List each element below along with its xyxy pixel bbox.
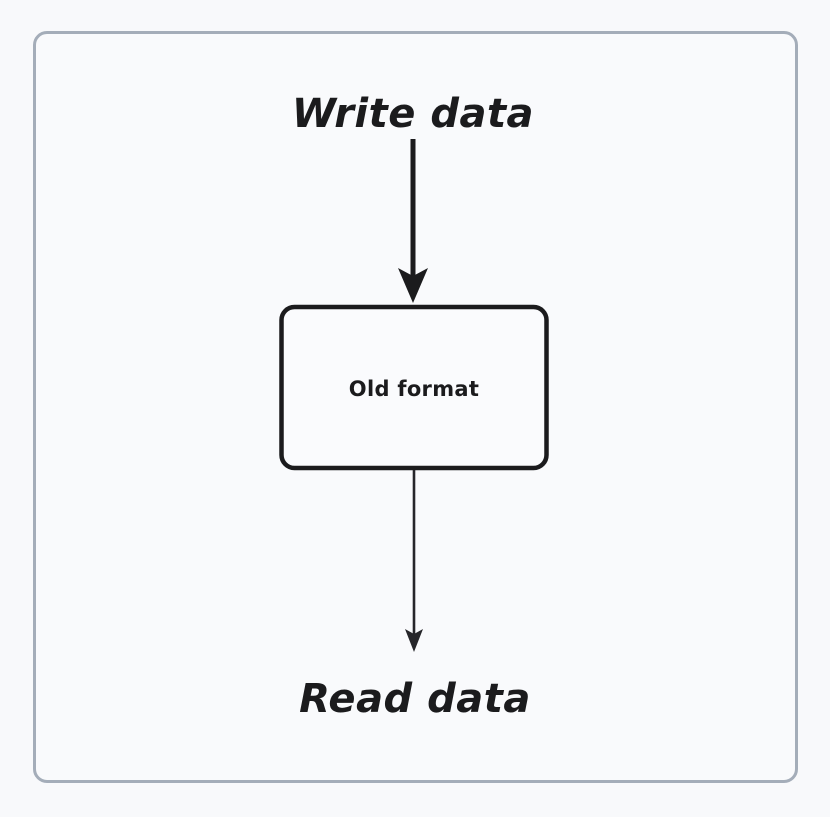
node-old-format-rect xyxy=(279,304,549,471)
label-read-data: Read data xyxy=(299,676,531,722)
edge-write-to-old-format[interactable] xyxy=(398,139,428,303)
node-old-format[interactable]: Old format xyxy=(279,304,549,471)
label-write-data: Write data xyxy=(292,91,534,137)
node-old-format-label: Old format xyxy=(349,377,479,401)
edge-old-format-to-read-arrowhead xyxy=(405,629,423,652)
edge-old-format-to-read[interactable] xyxy=(405,470,423,652)
edge-write-to-old-format-arrowhead xyxy=(398,268,428,303)
